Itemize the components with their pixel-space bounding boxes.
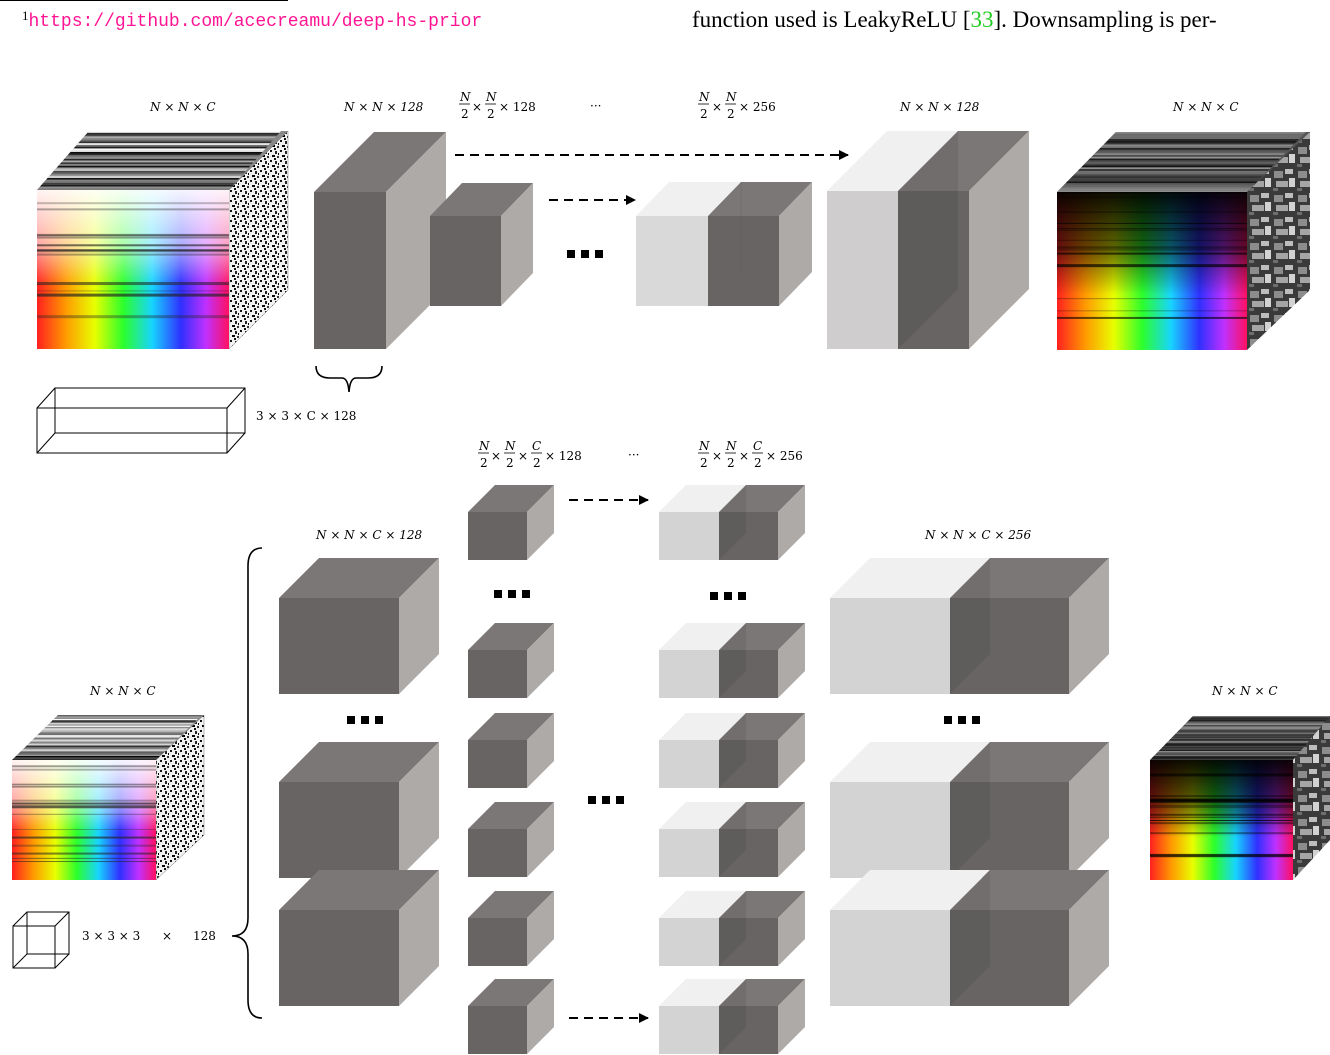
bottom-ellipsis-dots-middle xyxy=(588,796,624,804)
svg-text:2: 2 xyxy=(533,456,541,470)
svg-text:N: N xyxy=(459,90,471,104)
bottom-enc2-label: N 2 × N 2 × C 2 × 128 xyxy=(478,439,582,470)
bottom-dec-cube xyxy=(830,742,1109,878)
bottom-dec-cube xyxy=(830,558,1109,694)
svg-text:2: 2 xyxy=(700,456,708,470)
bottom-enc3-cube xyxy=(659,891,805,966)
bottom-kernel-brace xyxy=(231,547,263,1019)
bottom-enc2-cube xyxy=(468,623,554,698)
svg-text:2: 2 xyxy=(700,107,708,121)
svg-text:× 256: × 256 xyxy=(739,100,776,114)
svg-text:2: 2 xyxy=(480,456,488,470)
svg-text:C: C xyxy=(532,439,541,453)
bottom-input-label: N × N × C xyxy=(89,684,156,698)
bottom-enc1-cube xyxy=(279,870,439,1006)
citation-link[interactable]: 33 xyxy=(970,7,994,32)
bottom-ellipsis-dots-enc3 xyxy=(710,592,746,600)
footnote-url[interactable]: https://github.com/acecreamu/deep-hs-pri… xyxy=(28,12,483,32)
svg-text:×: × xyxy=(712,100,722,114)
bottom-dec-cube xyxy=(830,870,1109,1006)
bottom-ellipsis-label: ··· xyxy=(628,448,639,462)
bottom-enc2-cube xyxy=(468,713,554,788)
bottom-ellipsis-dots-dec xyxy=(944,716,980,724)
bottom-output-cube xyxy=(1150,716,1330,880)
svg-text:N: N xyxy=(478,439,490,453)
top-output-label: N × N × C xyxy=(1172,100,1239,114)
bottom-kernel-wireframe xyxy=(12,911,70,969)
svg-text:2: 2 xyxy=(506,456,514,470)
svg-text:2: 2 xyxy=(727,107,735,121)
bottom-output-label: N × N × C xyxy=(1211,684,1278,698)
svg-text:× 256: × 256 xyxy=(766,449,803,463)
footnote-rule xyxy=(0,0,288,1)
top-enc2-cube xyxy=(430,183,533,306)
bottom-enc2-cube xyxy=(468,802,554,877)
top-enc3-label: N 2 × N 2 × 256 xyxy=(698,90,776,121)
body-text-before: function used is LeakyReLU [ xyxy=(692,7,971,32)
bottom-kernel-label-a: 3 × 3 × 3 xyxy=(82,929,140,943)
bottom-enc1-label: N × N × C × 128 xyxy=(315,528,423,542)
top-enc3-cube xyxy=(636,182,812,306)
top-ellipsis-dots xyxy=(567,250,603,258)
top-input-cube xyxy=(37,130,289,350)
top-kernel-brace xyxy=(315,365,383,393)
footnote: 1https://github.com/acecreamu/deep-hs-pr… xyxy=(22,8,483,32)
bottom-enc3-cube xyxy=(659,485,805,560)
svg-text:2: 2 xyxy=(754,456,762,470)
footnote-number: 1 xyxy=(22,8,29,23)
bottom-kernel-label-b: × xyxy=(162,929,172,943)
top-input-label: N × N × C xyxy=(149,100,216,114)
top-dec-label: N × N × 128 xyxy=(899,100,980,114)
bottom-enc1-cube xyxy=(279,558,439,694)
bottom-enc2-cube xyxy=(468,485,554,560)
bottom-enc3-cube xyxy=(659,802,805,877)
svg-text:N: N xyxy=(725,90,737,104)
body-text-line: function used is LeakyReLU [33]. Downsam… xyxy=(692,7,1217,33)
svg-text:N: N xyxy=(698,90,710,104)
top-enc1-cube xyxy=(314,132,446,349)
svg-text:N: N xyxy=(698,439,710,453)
bottom-dec-label: N × N × C × 256 xyxy=(924,528,1032,542)
svg-text:×: × xyxy=(518,449,528,463)
svg-text:×: × xyxy=(491,449,501,463)
top-enc2-label: N 2 × N 2 × 128 xyxy=(459,90,536,121)
svg-text:×: × xyxy=(472,100,482,114)
top-kernel-label: 3 × 3 × C × 128 xyxy=(256,409,356,423)
bottom-enc3-cube xyxy=(659,713,805,788)
bottom-ellipsis-dots-enc1 xyxy=(347,716,383,724)
svg-text:C: C xyxy=(753,439,762,453)
svg-text:N: N xyxy=(725,439,737,453)
svg-text:N: N xyxy=(485,90,497,104)
top-dec-cube xyxy=(827,131,1029,349)
bottom-enc1-cube xyxy=(279,742,439,878)
svg-text:2: 2 xyxy=(487,107,495,121)
bottom-enc2-cube xyxy=(468,979,554,1054)
top-kernel-wireframe xyxy=(36,387,246,454)
bottom-ellipsis-dots-enc2 xyxy=(494,590,530,598)
svg-text:2: 2 xyxy=(461,107,469,121)
bottom-enc3-cube xyxy=(659,979,805,1054)
svg-text:× 128: × 128 xyxy=(499,100,536,114)
svg-text:N: N xyxy=(504,439,516,453)
bottom-enc2-cube xyxy=(468,891,554,966)
bottom-kernel-label-c: 128 xyxy=(193,929,216,943)
bottom-enc3-label: N 2 × N 2 × C 2 × 256 xyxy=(698,439,803,470)
top-ellipsis-label: ··· xyxy=(590,99,601,113)
top-output-cube xyxy=(1057,132,1310,350)
svg-text:× 128: × 128 xyxy=(545,449,582,463)
svg-text:×: × xyxy=(739,449,749,463)
svg-text:2: 2 xyxy=(727,456,735,470)
bottom-enc3-cube xyxy=(659,623,805,698)
body-text-after: ]. Downsampling is per- xyxy=(993,7,1217,32)
svg-text:×: × xyxy=(712,449,722,463)
bottom-input-cube xyxy=(12,714,205,881)
top-enc1-label: N × N × 128 xyxy=(343,100,424,114)
